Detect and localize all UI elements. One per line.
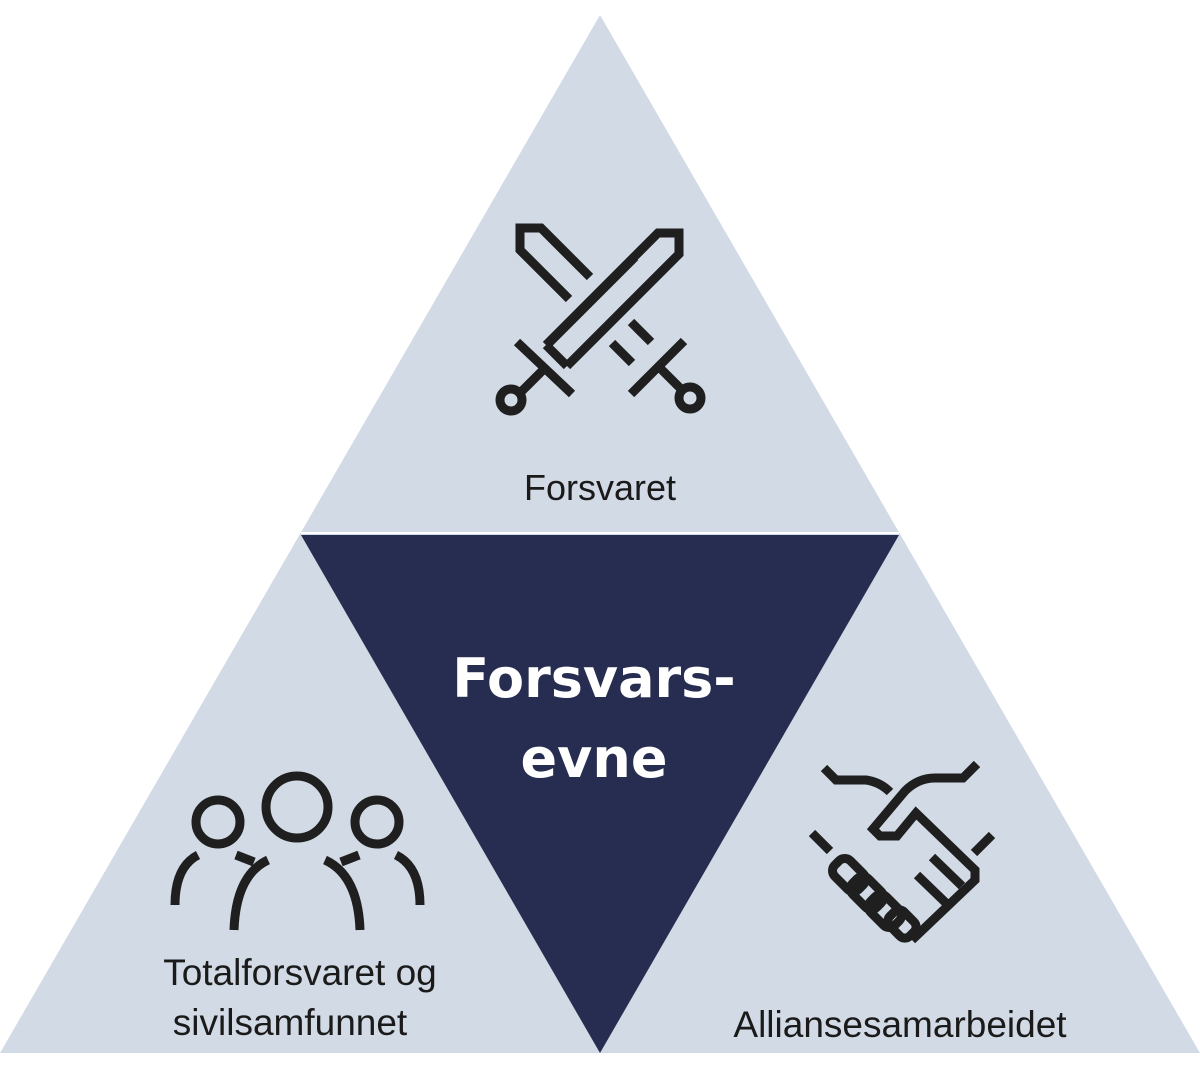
center-title-line2: evne	[521, 727, 668, 790]
left-section-label-line1: Totalforsvaret og	[163, 952, 437, 993]
handshake-icon	[808, 760, 996, 944]
top-section-label: Forsvaret	[524, 467, 676, 508]
center-title-line1: Forsvars-	[452, 647, 735, 710]
left-section-label-line2: sivilsamfunnet	[173, 1002, 408, 1043]
crossed-swords-icon	[495, 223, 706, 416]
people-group-icon	[170, 771, 425, 931]
center-triangle	[301, 535, 899, 1053]
right-section-label: Alliansesamarbeidet	[733, 1004, 1067, 1045]
